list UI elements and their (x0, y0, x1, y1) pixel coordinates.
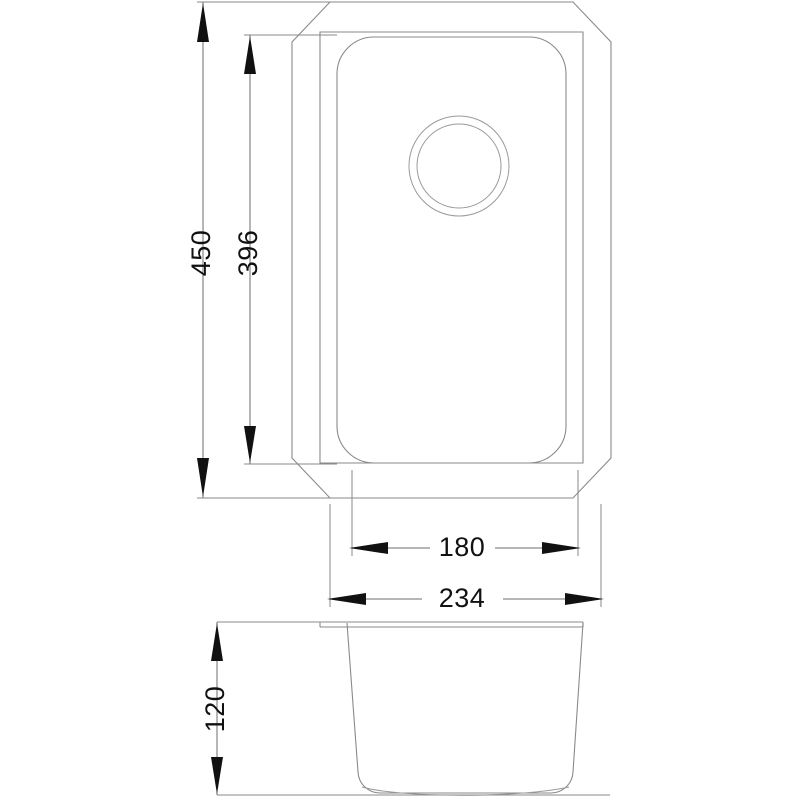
dimension-120-group: 120 (200, 622, 230, 795)
dim-450-label: 450 (186, 230, 216, 277)
dim-396-arrow-top (244, 36, 256, 74)
dim-234-arrow-right (565, 593, 604, 605)
dim-234-label: 234 (439, 583, 486, 613)
dim-120-arrow-bottom (211, 757, 223, 794)
dim-180-label: 180 (439, 532, 486, 562)
drain-hole-inner-circle (416, 123, 502, 209)
dim-450-arrow-top (197, 3, 209, 42)
dim-180-arrow-left (349, 542, 388, 554)
dim-120-arrow-top (211, 623, 223, 661)
bowl-outline-plan (336, 36, 567, 464)
dim-396-arrow-bottom (244, 426, 256, 463)
dim-396-label: 396 (233, 230, 263, 277)
inner-rim-outline (319, 31, 584, 464)
dimension-396-group: 396 (233, 34, 337, 465)
dimension-234-group: 234 (327, 504, 604, 613)
top-view-group (291, 1, 612, 499)
front-elevation-group (217, 621, 610, 796)
outer-rim-outline (291, 1, 612, 499)
dim-180-arrow-right (542, 542, 581, 554)
dim-120-label: 120 (200, 686, 230, 733)
bowl-body-elevation (346, 622, 584, 794)
dimension-450-group: 450 (186, 1, 330, 499)
dim-234-arrow-left (327, 593, 366, 605)
drain-hole-outer-circle (408, 115, 510, 217)
dim-450-arrow-bottom (197, 458, 209, 497)
dimension-180-group: 180 (349, 470, 581, 562)
bowl-base-underline (361, 786, 570, 796)
